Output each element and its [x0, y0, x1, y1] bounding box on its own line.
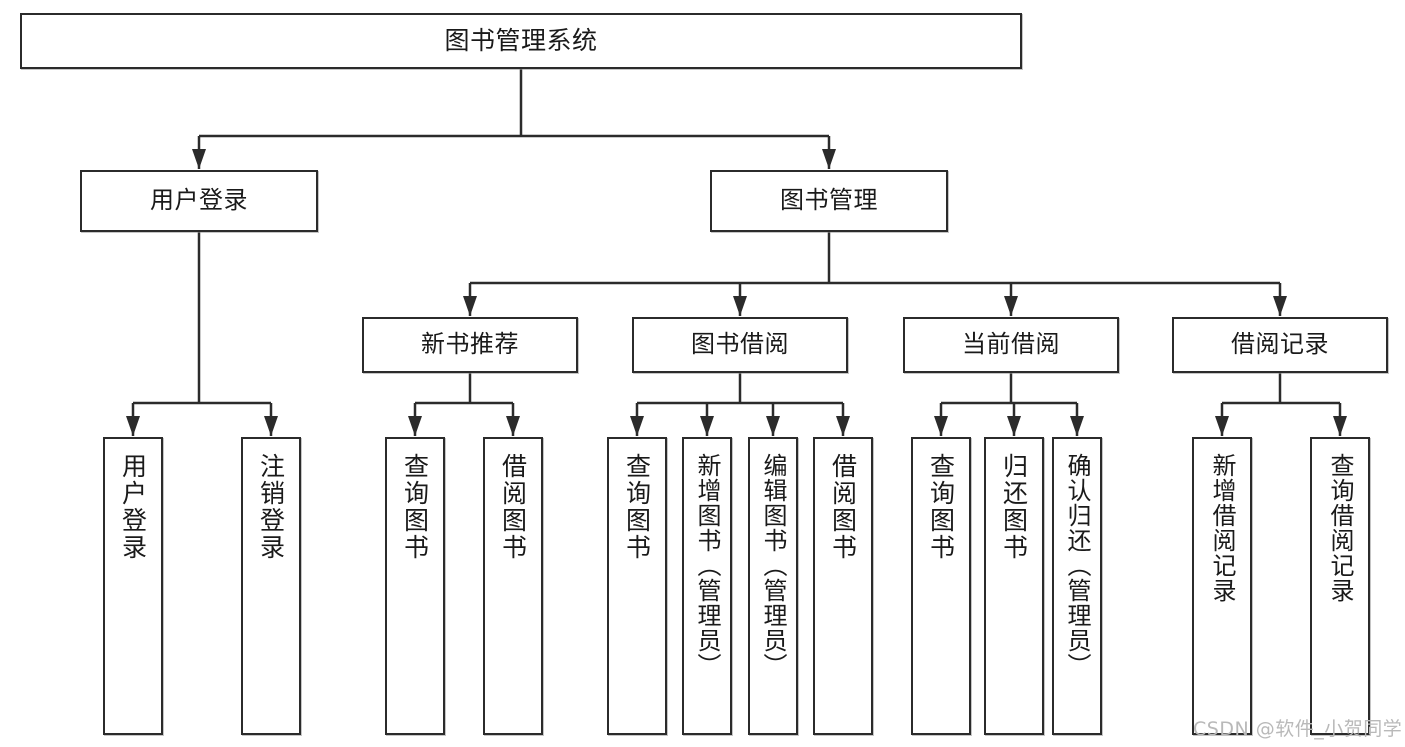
node-label: 图书借阅: [691, 330, 789, 359]
node-l_b1[interactable]: 借阅图书: [483, 437, 543, 735]
node-bookmgmt[interactable]: 图书管理: [710, 170, 948, 232]
node-label: 新增借阅记录: [1208, 453, 1236, 603]
node-label: 查询图书: [400, 453, 430, 561]
edge-arrowhead: [1273, 296, 1287, 316]
node-l_confirm[interactable]: 确认归还（管理员）: [1052, 437, 1102, 735]
edge-arrowhead: [934, 416, 948, 436]
edge-arrowhead: [700, 416, 714, 436]
edge-arrowhead: [463, 296, 477, 316]
node-borrow[interactable]: 图书借阅: [632, 317, 848, 373]
node-l_addrec[interactable]: 新增借阅记录: [1192, 437, 1252, 735]
watermark: CSDN @软件_小贺同学: [1193, 718, 1403, 740]
edge-arrowhead: [1004, 296, 1018, 316]
edge-arrowhead: [1007, 416, 1021, 436]
node-label: 注销登录: [256, 453, 286, 561]
node-label: 图书管理系统: [444, 25, 598, 55]
node-root[interactable]: 图书管理系统: [20, 13, 1022, 69]
edge-arrowhead: [126, 416, 140, 436]
node-label: 新增图书（管理员）: [693, 453, 721, 678]
edge-arrowhead: [1333, 416, 1347, 436]
node-label: 确认归还（管理员）: [1063, 453, 1091, 678]
node-label: 查询图书: [926, 453, 956, 561]
edge-arrowhead: [766, 416, 780, 436]
edge-arrowhead: [822, 149, 836, 169]
edge-arrowhead: [630, 416, 644, 436]
edge-arrowhead: [1215, 416, 1229, 436]
node-records[interactable]: 借阅记录: [1172, 317, 1388, 373]
node-current[interactable]: 当前借阅: [903, 317, 1119, 373]
node-label: 用户登录: [150, 186, 248, 215]
edge-arrowhead: [408, 416, 422, 436]
node-label: 查询图书: [622, 453, 652, 561]
node-label: 用户登录: [118, 453, 148, 561]
node-l_logout[interactable]: 注销登录: [241, 437, 301, 735]
node-label: 编辑图书（管理员）: [759, 453, 787, 678]
edge-arrowhead: [264, 416, 278, 436]
edge-arrowhead: [733, 296, 747, 316]
node-newbook[interactable]: 新书推荐: [362, 317, 578, 373]
node-l_q3[interactable]: 查询图书: [911, 437, 971, 735]
edge-arrowhead: [1070, 416, 1084, 436]
node-login[interactable]: 用户登录: [80, 170, 318, 232]
node-l_b2[interactable]: 借阅图书: [813, 437, 873, 735]
node-label: 图书管理: [780, 186, 878, 215]
node-l_edit[interactable]: 编辑图书（管理员）: [748, 437, 798, 735]
node-l_qrec[interactable]: 查询借阅记录: [1310, 437, 1370, 735]
node-label: 借阅记录: [1231, 330, 1329, 359]
edge-arrowhead: [836, 416, 850, 436]
edge-arrowhead: [192, 149, 206, 169]
node-label: 当前借阅: [962, 330, 1060, 359]
node-label: 查询借阅记录: [1326, 453, 1354, 603]
node-l_q2[interactable]: 查询图书: [607, 437, 667, 735]
node-l_add[interactable]: 新增图书（管理员）: [682, 437, 732, 735]
node-label: 新书推荐: [421, 330, 519, 359]
node-label: 借阅图书: [498, 453, 528, 561]
edge-arrowhead: [506, 416, 520, 436]
node-label: 借阅图书: [828, 453, 858, 561]
node-label: 归还图书: [999, 453, 1029, 561]
node-l_q1[interactable]: 查询图书: [385, 437, 445, 735]
node-l_userlogin[interactable]: 用户登录: [103, 437, 163, 735]
node-l_return[interactable]: 归还图书: [984, 437, 1044, 735]
